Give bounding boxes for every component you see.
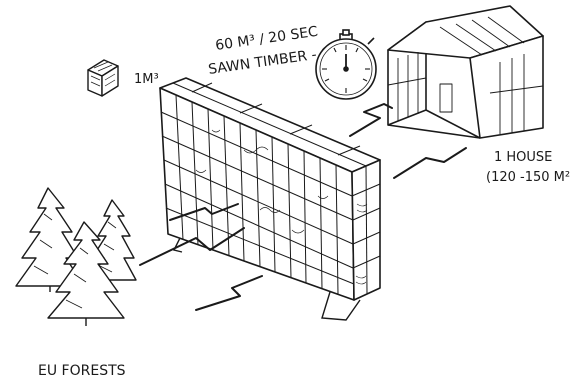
house-icon [387, 5, 544, 139]
pine-trees-icon [15, 187, 137, 326]
house-label: 1 HOUSE [494, 150, 552, 165]
flow-arrow-forest [139, 203, 263, 311]
flow-arrow-house [349, 103, 467, 179]
forests-label: EU FORESTS [38, 363, 126, 379]
timber-block [159, 77, 381, 301]
stopwatch-icon [315, 29, 377, 100]
unit-cube-label: 1M³ [134, 72, 159, 87]
house-sublabel: (120 -150 M²) [486, 170, 571, 185]
support-legs [172, 237, 361, 321]
wood-cube-icon [87, 59, 119, 97]
